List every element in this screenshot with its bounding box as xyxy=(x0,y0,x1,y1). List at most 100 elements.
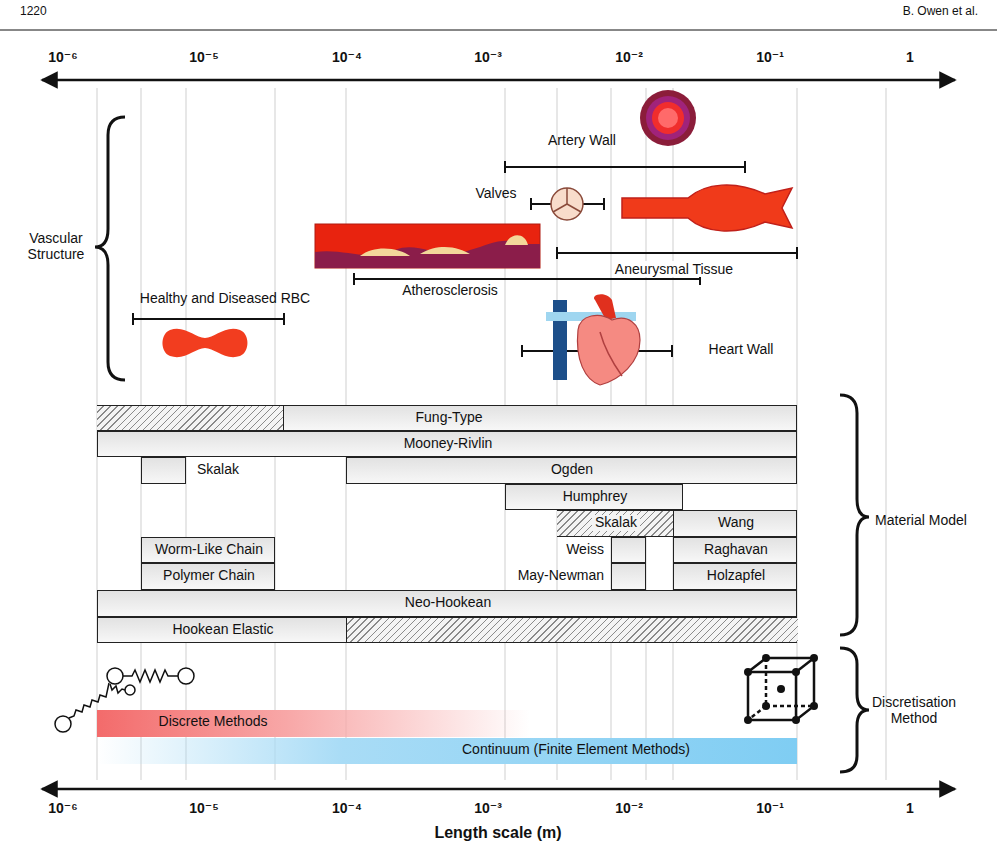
illustration-line xyxy=(556,247,558,259)
illustration-circle xyxy=(640,90,696,146)
structure-label: Artery Wall xyxy=(548,132,616,148)
axis-label: 10⁻⁴ xyxy=(332,49,362,65)
illustration-circle xyxy=(646,96,690,140)
method-band: Discrete Methods xyxy=(97,710,530,737)
axis-label: 10⁻¹ xyxy=(756,800,784,816)
hatch-fill xyxy=(97,406,284,430)
illustration-rect xyxy=(748,672,796,720)
illustration-circle xyxy=(762,702,770,710)
model-name: Neo-Hookean xyxy=(405,595,491,610)
illustration-path xyxy=(577,315,640,385)
illustration-path xyxy=(95,117,125,380)
illustration-line xyxy=(603,198,605,210)
axis-label: 10⁻³ xyxy=(474,49,502,65)
model-bar: Wang xyxy=(673,510,797,537)
illustration-line xyxy=(133,318,284,320)
illustration-path xyxy=(163,329,248,357)
illustration-circle xyxy=(744,668,752,676)
structure-label: Valves xyxy=(476,185,517,201)
structure-label: Healthy and Diseased RBC xyxy=(140,290,310,306)
model-name: Skalak xyxy=(197,462,239,477)
illustration-circle xyxy=(55,716,71,732)
axis-label: 1 xyxy=(906,800,914,816)
model-bar: Polymer Chain xyxy=(141,563,275,590)
model-name: Mooney-Rivlin xyxy=(404,436,493,451)
model-name: Continuum (Finite Element Methods) xyxy=(462,742,690,757)
axis-label: 10⁻⁶ xyxy=(48,800,77,816)
illustration-circle xyxy=(810,702,818,710)
illustration-line xyxy=(567,204,581,212)
illustration-line xyxy=(354,278,700,280)
illustration-line xyxy=(42,788,955,791)
model-bar: Weiss xyxy=(611,537,646,563)
structure-label: Atherosclerosis xyxy=(400,282,500,298)
model-name: Hookean Elastic xyxy=(172,622,273,637)
illustration-circle xyxy=(810,654,818,662)
model-name: May-Newman xyxy=(518,568,604,583)
model-name: Polymer Chain xyxy=(163,568,255,583)
illustration-circle xyxy=(762,654,770,662)
axis-label: 10⁻³ xyxy=(474,800,502,816)
structure-label: Heart Wall xyxy=(709,341,774,357)
axis-label: 10⁻⁶ xyxy=(48,49,77,65)
illustration-g xyxy=(97,88,886,780)
model-bar: Fung-Type xyxy=(97,405,797,431)
illustration-line xyxy=(744,161,746,173)
illustration-circle xyxy=(107,668,123,684)
axis-label: 10⁻¹ xyxy=(756,49,784,65)
illustration-circle xyxy=(178,668,194,684)
illustration-path xyxy=(622,185,792,231)
illustration-line xyxy=(505,166,745,168)
illustration-line xyxy=(566,188,568,204)
illustration-g xyxy=(744,654,818,724)
illustration-polyline xyxy=(110,684,125,693)
illustration-line xyxy=(557,252,797,254)
model-bar: Neo-Hookean xyxy=(97,590,797,617)
illustration-line xyxy=(283,313,285,325)
group-label: Discretisation Method xyxy=(859,694,969,726)
illustration-line xyxy=(765,658,768,706)
model-bar: Mooney-Rivlin xyxy=(97,431,797,457)
illustration-line xyxy=(671,345,673,357)
illustration-circle xyxy=(777,685,785,693)
illustration-line xyxy=(796,247,798,259)
page-number: 1220 xyxy=(20,5,47,19)
model-name: Ogden xyxy=(551,462,593,477)
model-name: Skalak xyxy=(592,515,640,530)
illustration-circle xyxy=(551,188,583,220)
structure-label: Material Model xyxy=(875,512,967,528)
hatch-fill xyxy=(346,618,798,642)
illustration-line xyxy=(0,30,997,31)
axis-label: 1 xyxy=(906,49,914,65)
model-bar: Worm-Like Chain xyxy=(141,537,275,563)
structure-label: Aneurysmal Tissue xyxy=(613,261,735,277)
illustration-polyline xyxy=(748,658,814,720)
illustration-g xyxy=(133,161,797,357)
model-name: Wang xyxy=(718,515,754,530)
illustration-g xyxy=(748,658,814,720)
axis-label: 10⁻² xyxy=(615,800,643,816)
model-name: Holzapfel xyxy=(707,568,765,583)
axis-label: 10⁻⁵ xyxy=(189,49,219,65)
illustration-line xyxy=(553,204,567,212)
model-name: Humphrey xyxy=(563,489,628,504)
illustration-path xyxy=(600,332,622,376)
axis-label: Length scale (m) xyxy=(434,824,561,842)
illustration-circle xyxy=(658,108,678,128)
illustration-circle xyxy=(792,668,800,676)
illustration-circle xyxy=(744,716,752,724)
model-bar: Hookean Elastic xyxy=(97,617,797,643)
model-bar: Skalak xyxy=(557,510,673,537)
model-name: Discrete Methods xyxy=(159,714,268,729)
axis-label: 10⁻² xyxy=(615,49,643,65)
illustration-line xyxy=(132,313,134,325)
illustration-circle xyxy=(792,716,800,724)
model-name: Weiss xyxy=(566,542,604,557)
illustration-polyline xyxy=(123,670,178,682)
model-bar: May-Newman xyxy=(611,563,646,590)
model-bar: Raghavan xyxy=(673,537,797,563)
illustration-line xyxy=(504,161,506,173)
illustration-line xyxy=(766,705,814,708)
axis-label: 10⁻⁴ xyxy=(332,800,362,816)
illustration-circle xyxy=(652,102,684,134)
